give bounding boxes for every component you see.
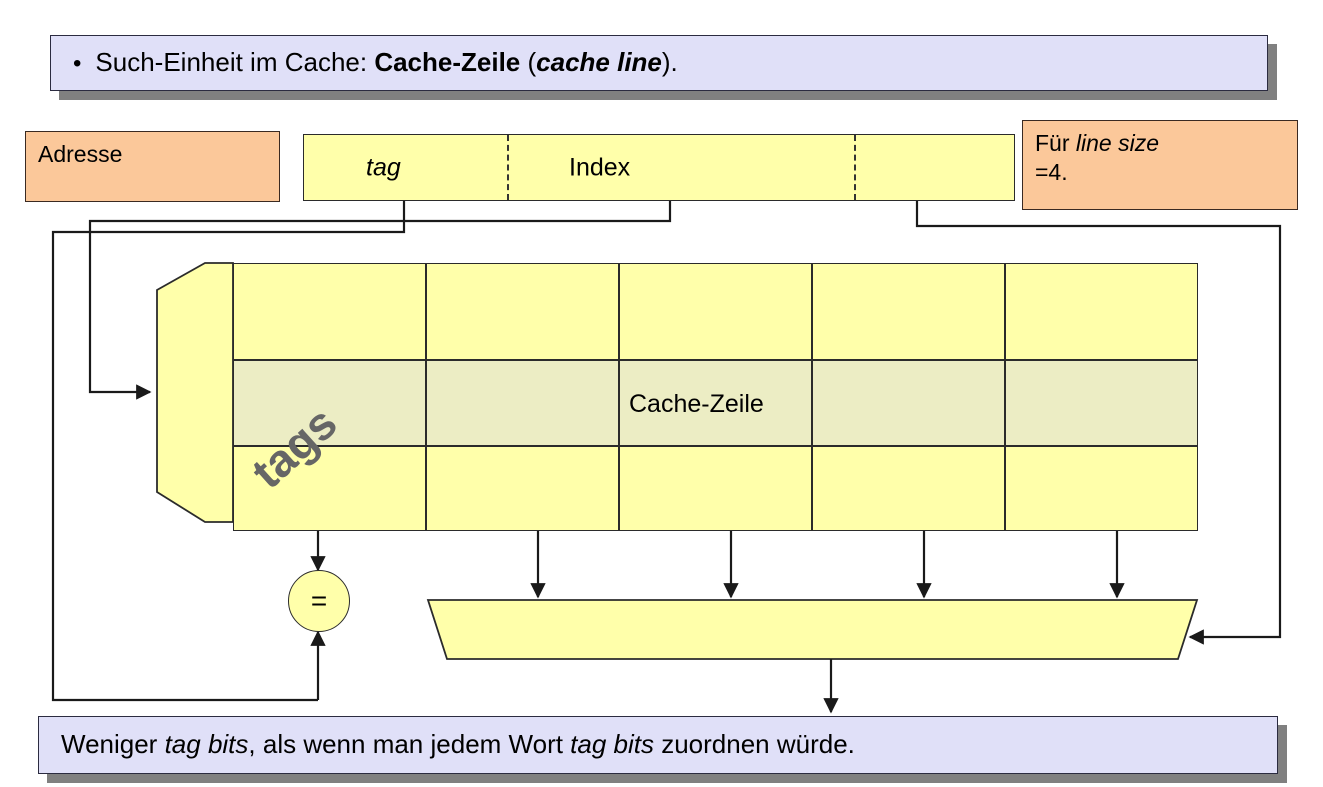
address-label-text: Adresse — [38, 141, 123, 167]
address-label-box: Adresse — [25, 131, 280, 202]
address-divider-tag-index — [507, 135, 509, 200]
line-size-note-box: Für line size =4. — [1022, 120, 1298, 210]
cache-cell-r2c0-tag — [233, 446, 426, 531]
top-banner-seg-4: ). — [661, 47, 678, 78]
bottom-banner-seg-2: , als wenn man jedem Wort — [248, 729, 571, 760]
top-banner-seg-3: cache line — [536, 47, 662, 78]
cache-cell-r1c0-tag — [233, 360, 426, 446]
cache-cell-r2c1 — [426, 446, 619, 531]
multiplexer-shape — [426, 599, 1199, 660]
note-italic: line size — [1075, 130, 1159, 156]
cache-cell-r1c3 — [812, 360, 1005, 446]
comparator-equals: = — [288, 570, 350, 632]
top-banner-text: Such-Einheit im Cache: Cache-Zeile (cach… — [95, 47, 678, 78]
top-banner-seg-0: Such-Einheit im Cache: — [95, 47, 375, 78]
note-line2: =4. — [1035, 158, 1068, 185]
cache-cell-r0c1 — [426, 263, 619, 360]
bottom-banner-seg-3: tag bits — [570, 729, 654, 760]
note-prefix: Für — [1035, 130, 1076, 156]
cache-cell-r0c4 — [1005, 263, 1198, 360]
address-divider-index-offset — [854, 135, 856, 200]
top-banner-seg-2: ( — [520, 47, 537, 78]
top-banner-seg-1: Cache-Zeile — [374, 47, 521, 78]
bottom-banner-seg-0: Weniger — [61, 729, 165, 760]
cache-cell-r2c4 — [1005, 446, 1198, 531]
cache-cell-r2c2 — [619, 446, 812, 531]
address-field-bar: tag Index — [303, 134, 1015, 201]
bottom-banner-seg-4: zuordnen würde. — [654, 729, 855, 760]
cache-line-label: Cache-Zeile — [629, 390, 764, 418]
address-field-tag: tag — [366, 153, 401, 181]
cache-cell-r0c0-tag — [233, 263, 426, 360]
top-banner-bullet-row: • Such-Einheit im Cache: Cache-Zeile (ca… — [51, 47, 678, 78]
cache-cell-r2c3 — [812, 446, 1005, 531]
cache-cell-r0c2 — [619, 263, 812, 360]
bottom-banner: Weniger tag bits, als wenn man jedem Wor… — [38, 716, 1278, 774]
bottom-banner-text: Weniger tag bits, als wenn man jedem Wor… — [39, 729, 855, 760]
address-field-index: Index — [569, 153, 631, 181]
line-size-note-text: Für line size =4. — [1023, 121, 1297, 195]
bullet-icon: • — [73, 50, 82, 78]
bottom-banner-seg-1: tag bits — [164, 729, 249, 760]
comparator-label: = — [310, 585, 328, 616]
top-banner: • Such-Einheit im Cache: Cache-Zeile (ca… — [50, 35, 1268, 91]
cache-cell-r0c3 — [812, 263, 1005, 360]
cache-cell-r1c1 — [426, 360, 619, 446]
decoder-shape — [156, 262, 234, 523]
cache-cell-r1c2 — [619, 360, 812, 446]
cache-cell-r1c4 — [1005, 360, 1198, 446]
